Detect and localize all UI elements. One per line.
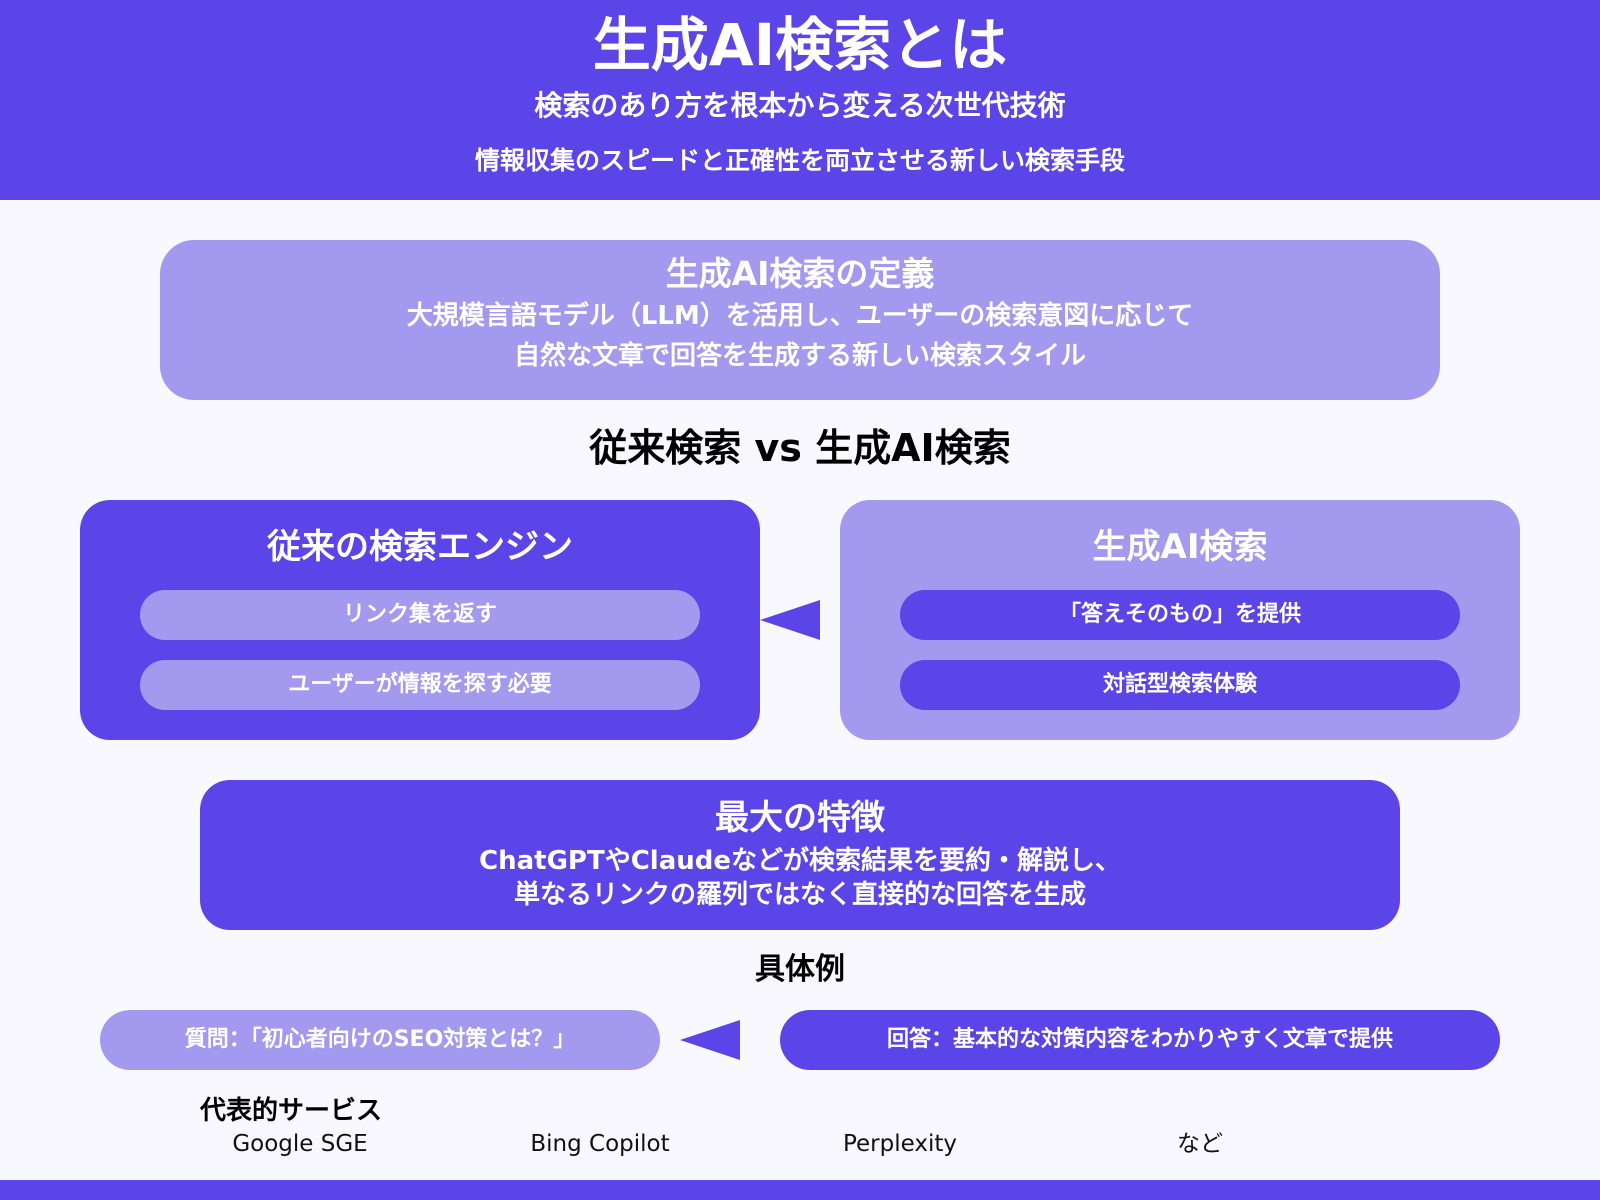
header-banner: 生成AI検索とは 検索のあり方を根本から変える次世代技術 情報収集のスピードと正… [0,0,1600,200]
generative-search-box: 生成AI検索 「答えそのもの」を提供 対話型検索体験 [840,500,1520,740]
generative-heading: 生成AI検索 [1092,527,1268,567]
generative-item-2: 対話型検索体験 [900,660,1460,710]
definition-line-1: 大規模言語モデル（LLM）を活用し、ユーザーの検索意図に応じて [406,301,1194,331]
page-title: 生成AI検索とは [592,11,1008,79]
traditional-item-2: ユーザーが情報を探す必要 [140,660,700,710]
traditional-search-box: 従来の検索エンジン リンク集を返す ユーザーが情報を探す必要 [80,500,760,740]
service-perplexity: Perplexity [842,1131,958,1157]
traditional-heading: 従来の検索エンジン [267,527,573,567]
page-subtitle: 検索のあり方を根本から変える次世代技術 [534,89,1066,122]
definition-heading: 生成AI検索の定義 [665,254,935,293]
feature-box: 最大の特徴 ChatGPTやClaudeなどが検索結果を要約・解説し、 単なるリ… [200,780,1400,930]
feature-heading: 最大の特徴 [715,798,885,838]
arrow-left-icon [760,600,820,640]
traditional-item-1: リンク集を返す [140,590,700,640]
arrow-left-icon [680,1020,740,1060]
feature-line-1: ChatGPTやClaudeなどが検索結果を要約・解説し、 [479,846,1121,876]
page-tagline: 情報収集のスピードと正確性を両立させる新しい検索手段 [474,146,1125,175]
service-etc: など [1177,1131,1223,1157]
comparison-title: 従来検索 vs 生成AI検索 [589,426,1011,470]
example-answer: 回答：基本的な対策内容をわかりやすく文章で提供 [780,1010,1500,1070]
footer-bar [0,1180,1600,1200]
services-label: 代表的サービス [200,1096,383,1126]
feature-line-2: 単なるリンクの羅列ではなく直接的な回答を生成 [513,880,1086,910]
service-bing-copilot: Bing Copilot [530,1131,670,1157]
definition-box: 生成AI検索の定義 大規模言語モデル（LLM）を活用し、ユーザーの検索意図に応じ… [160,240,1440,400]
definition-line-2: 自然な文章で回答を生成する新しい検索スタイル [513,341,1086,371]
generative-item-1: 「答えそのもの」を提供 [900,590,1460,640]
service-google-sge: Google SGE [232,1131,368,1157]
example-title: 具体例 [755,952,845,987]
example-question: 質問：「初心者向けのSEO対策とは？」 [100,1010,660,1070]
